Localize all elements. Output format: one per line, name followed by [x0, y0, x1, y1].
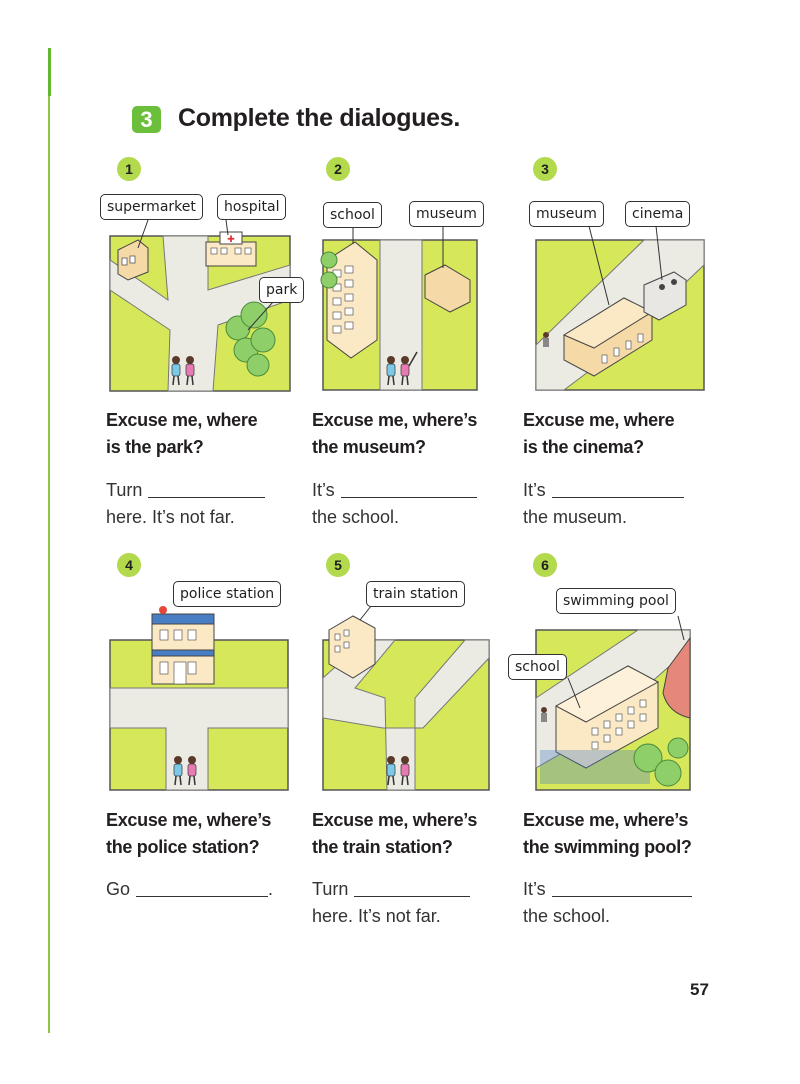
answer-blank[interactable]: [136, 878, 269, 897]
item-6-picture: swimming pool school: [508, 578, 698, 791]
answer-blank[interactable]: [551, 479, 684, 498]
item-1-map-illustration: ✚: [109, 219, 291, 392]
exercise-number-badge: 3: [132, 106, 161, 133]
item-2-picture: school museum: [315, 180, 505, 391]
label-school: school: [323, 202, 382, 228]
answer-blank[interactable]: [340, 479, 477, 498]
label-police-station: police station: [173, 581, 282, 607]
margin-rule-accent: [48, 48, 51, 96]
item-5-number: 5: [326, 553, 350, 577]
svg-text:✚: ✚: [227, 234, 235, 244]
label-hospital: hospital: [217, 194, 287, 220]
item-5-picture: train station: [315, 578, 505, 791]
item-4-picture: police station: [108, 578, 298, 791]
item-5-map-illustration: [322, 605, 490, 791]
item-2-answer: It’s the school.: [312, 477, 512, 531]
item-3-picture: museum cinema: [524, 180, 714, 391]
item-6-number: 6: [533, 553, 557, 577]
label-swimming-pool: swimming pool: [556, 588, 676, 614]
item-4-map-illustration: [109, 606, 289, 791]
exercise-title: Complete the dialogues.: [178, 104, 461, 132]
label-museum: museum: [529, 201, 604, 227]
label-school: school: [508, 654, 567, 680]
label-train-station: train station: [366, 581, 466, 607]
label-park: park: [259, 277, 305, 303]
item-1-answer: Turn here. It’s not far.: [106, 477, 306, 531]
item-2-map-illustration: [320, 226, 478, 391]
item-3-answer: It’s the museum.: [523, 477, 723, 531]
item-2-number: 2: [326, 157, 350, 181]
item-4-answer: Go.: [106, 878, 274, 899]
label-cinema: cinema: [625, 201, 691, 227]
item-6-answer: It’s the school.: [523, 876, 723, 930]
item-1-picture: ✚ supermarket hospi: [100, 180, 305, 392]
item-3-number: 3: [533, 157, 557, 181]
margin-rule: [48, 48, 50, 1033]
label-supermarket: supermarket: [100, 194, 203, 220]
label-museum: museum: [409, 201, 484, 227]
item-1-number: 1: [117, 157, 141, 181]
item-5-answer: Turn here. It’s not far.: [312, 876, 512, 930]
item-4-number: 4: [117, 553, 141, 577]
item-3-map-illustration: [535, 225, 705, 391]
answer-blank[interactable]: [551, 878, 692, 897]
answer-blank[interactable]: [354, 878, 471, 897]
answer-blank[interactable]: [148, 479, 266, 498]
page-number: 57: [690, 980, 709, 999]
